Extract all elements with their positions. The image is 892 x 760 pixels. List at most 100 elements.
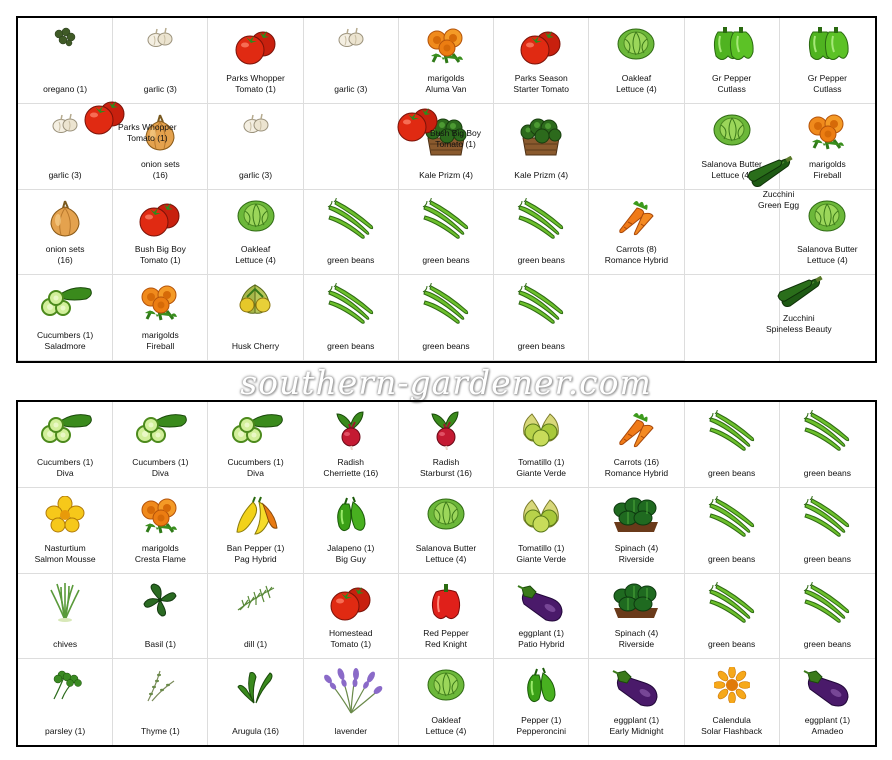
bed2-cell: eggplant (1)Patio Hybrid [494, 573, 590, 660]
banpepper-icon [233, 496, 279, 541]
plant-label: green beans [399, 255, 493, 266]
plant-name: onion sets [140, 158, 180, 169]
bed1-cell [589, 275, 685, 361]
plant-label: green beans [399, 341, 493, 352]
plant-name: Calendula [712, 715, 751, 725]
lettuce-icon [236, 198, 276, 237]
huskcherry-icon [233, 283, 279, 324]
plant-name: Tomatillo (1) [518, 542, 565, 553]
plant-name: garlic (3) [48, 169, 82, 180]
plant-name: green beans [422, 255, 470, 266]
garlic-icon [242, 112, 270, 139]
beans-icon [421, 282, 471, 330]
marigold-icon [139, 283, 181, 326]
kale-icon [516, 112, 566, 161]
plant-variety: Aluma Van [425, 83, 467, 94]
plant-variety: Cresta Flame [134, 553, 186, 564]
plant-name: Red Pepper [423, 628, 469, 639]
plant-variety: Amadeo [811, 726, 844, 736]
plant-name: Parks Whopper [118, 122, 177, 132]
plant-variety: Romance Hybrid [604, 255, 669, 266]
plant-name: green beans [327, 255, 375, 266]
beans-icon [326, 196, 376, 245]
bed2-cell: Cucumbers (1)Diva [18, 402, 114, 488]
plant-name: lavender [334, 726, 368, 736]
bed2-cell: lavender [304, 659, 399, 745]
marigold-icon [425, 26, 467, 69]
bed1-cell: garlic (3) [208, 103, 304, 190]
garlic-icon [51, 112, 79, 139]
kale-icon [421, 112, 471, 161]
plant-name: Bush Big Boy [134, 244, 186, 255]
bed2-cell: green beans [684, 402, 780, 488]
plant-label: Carrots (16)Romance Hybrid [589, 457, 683, 479]
plant-label: green beans [304, 255, 398, 266]
plant-variety: Salmon Mousse [34, 553, 96, 564]
beans-icon [707, 580, 757, 629]
bed1-cell: oregano (1) [18, 18, 114, 104]
bed1-cell: garlic (3) [113, 18, 209, 104]
plant-variety: Pag Hybrid [234, 553, 277, 564]
tomato-icon [393, 103, 443, 148]
bed1-cell: green beans [303, 189, 399, 276]
plant-label: Basil (1) [113, 639, 207, 650]
bed2-cell: Ban Pepper (1)Pag Hybrid [208, 487, 304, 574]
nasturtium-icon [45, 495, 85, 539]
plant-variety: Green Egg [758, 200, 800, 210]
bed2-cell: Thyme (1) [113, 659, 209, 745]
tomatillo-icon [516, 496, 566, 539]
plant-variety: (16) [57, 255, 73, 266]
beans-icon [802, 580, 852, 629]
plant-name: Zucchini [762, 189, 795, 199]
plant-name: garlic (3) [334, 83, 368, 94]
bed2-cell: eggplant (1)Amadeo [780, 659, 875, 745]
bed1-cell: green beans [398, 275, 495, 361]
cucumber-icon [227, 410, 285, 449]
plant-name: Parks Whopper [226, 72, 285, 83]
beans-icon [707, 408, 757, 457]
plant-variety: Riverside [618, 553, 655, 564]
jalapeno-icon [331, 496, 371, 541]
plant-variety: Pepperoncini [516, 726, 567, 736]
plant-name: Oakleaf [240, 244, 271, 255]
basil-icon [140, 582, 180, 623]
plant-label: green beans [780, 639, 875, 650]
tomato-icon [80, 96, 130, 141]
plant-variety: Riverside [618, 639, 655, 650]
plant-name: Husk Cherry [231, 341, 280, 351]
plant-label: Kale Prizm (4) [494, 170, 588, 181]
plant-name: Tomatillo (1) [518, 456, 565, 467]
marigold-icon [139, 496, 181, 539]
plant-name: Zucchini [783, 313, 815, 323]
spinach-icon [610, 496, 662, 539]
plant-label: Cucumbers (1)Diva [208, 457, 302, 479]
plant-label: oregano (1) [18, 84, 112, 95]
plant-variety: Red Knight [424, 639, 468, 650]
bed2-cell: green beans [684, 487, 780, 574]
spinach-icon [610, 582, 662, 625]
bed1-cell: garlic (3) [18, 103, 114, 190]
onion-icon [140, 112, 180, 157]
plant-name: Bush Big Boy [430, 128, 482, 138]
beans-icon [326, 282, 376, 330]
plant-variety: Fireball [813, 169, 842, 180]
plant-variety: Tomato (1) [140, 255, 181, 266]
beans-icon [421, 196, 471, 245]
plant-name: Pepper (1) [521, 715, 562, 725]
plant-label: Spinach (4)Riverside [589, 543, 683, 565]
plant-variety: Diva [247, 467, 265, 478]
bed1-cell: Kale Prizm (4) [494, 103, 590, 190]
plant-variety: Lettuce (4) [711, 169, 752, 180]
plant-name: Homestead [329, 628, 373, 639]
plant-variety: Tomato (1) [126, 133, 168, 143]
bed2-cell: Tomatillo (1)Giante Verde [494, 487, 590, 574]
tomato-icon [516, 26, 566, 71]
plant-label: garlic (3) [113, 84, 207, 95]
